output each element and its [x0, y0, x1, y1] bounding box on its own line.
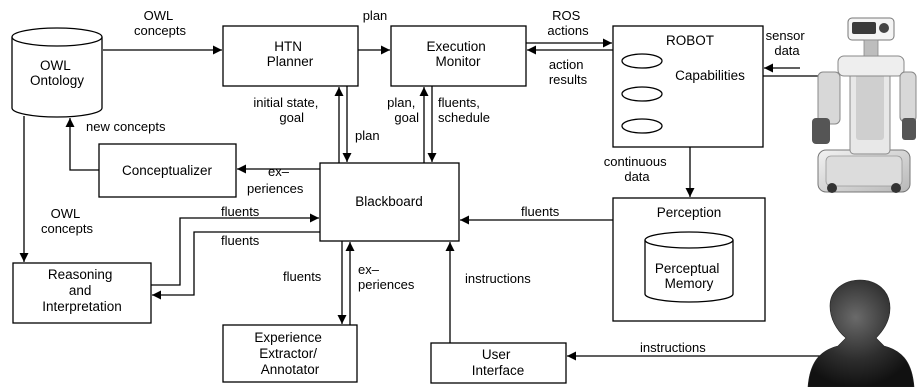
- label-fluents-lower: fluents: [221, 233, 260, 248]
- svg-text:Experience Extractor/: Experience Extractor/ Annotator: [254, 330, 325, 377]
- owl-ontology-label-1: OWL: [40, 58, 71, 73]
- experience-extractor-label-3: Annotator: [261, 362, 320, 377]
- user-interface-node: User Interface: [430, 342, 567, 384]
- robot-node: ROBOT Capabilities: [612, 25, 764, 148]
- blackboard-node: Blackboard: [319, 162, 460, 242]
- label-new-concepts: new concepts: [86, 119, 166, 134]
- human-head-icon: [807, 279, 915, 387]
- label-plan-mid: plan: [355, 128, 380, 143]
- perceptual-memory-label-1: Perceptual: [655, 261, 720, 276]
- perception-label: Perception: [657, 205, 722, 220]
- experience-extractor-label-2: Extractor/: [259, 346, 317, 361]
- svg-text:Perceptual Memory: Perceptual Memory: [655, 261, 723, 291]
- label-plan-goal: plan, goal: [387, 95, 419, 125]
- svg-text:OWL Ontology: OWL Ontology: [30, 58, 84, 88]
- edge-conceptualizer-to-ontology: [65, 118, 99, 171]
- edge-blackboard-to-reasoning: [152, 231, 320, 300]
- robot-label: ROBOT: [666, 33, 714, 48]
- blackboard-label: Blackboard: [355, 194, 423, 209]
- capability-slot-3: [621, 118, 663, 134]
- label-experiences-down: ex– periences: [358, 262, 415, 292]
- htn-planner-label-2: Planner: [267, 54, 314, 69]
- reasoning-label-1: Reasoning: [48, 267, 113, 282]
- edge-reasoning-to-blackboard: [151, 213, 319, 286]
- execution-monitor-label-2: Monitor: [435, 54, 481, 69]
- label-instructions-user: instructions: [640, 340, 706, 355]
- label-fluents-perception: fluents: [521, 204, 560, 219]
- label-ros-actions: ROS actions: [547, 8, 589, 38]
- conceptualizer-label: Conceptualizer: [122, 163, 213, 178]
- htn-planner-node: HTN Planner: [222, 25, 359, 87]
- reasoning-label-2: and: [69, 283, 92, 298]
- svg-text:User Interface: User Interface: [472, 347, 525, 378]
- perceptual-memory-label-2: Memory: [665, 276, 714, 291]
- owl-ontology-label-2: Ontology: [30, 73, 84, 88]
- owl-ontology-node: OWL Ontology: [11, 27, 103, 118]
- label-fluents-upper: fluents: [221, 204, 260, 219]
- perceptual-memory-node: Perceptual Memory: [644, 231, 734, 303]
- htn-planner-label-1: HTN: [274, 39, 302, 54]
- label-fluents-schedule: fluents, schedule: [438, 95, 490, 125]
- svg-text:HTN Planner: HTN Planner: [267, 39, 314, 69]
- svg-text:Execution Monitor: Execution Monitor: [426, 39, 489, 69]
- label-initial-state-goal: initial state, goal: [253, 95, 322, 125]
- svg-text:Reasoning and Inte: Reasoning and Interpretation: [42, 267, 122, 314]
- label-owl-concepts-top: OWL concepts: [134, 8, 187, 38]
- label-action-results: action results: [549, 57, 588, 87]
- execution-monitor-label-1: Execution: [426, 39, 485, 54]
- conceptualizer-node: Conceptualizer: [98, 143, 237, 198]
- robot-photo-icon: [812, 17, 917, 193]
- capability-slot-1: [621, 53, 663, 69]
- label-fluents-exp: fluents: [283, 269, 322, 284]
- execution-monitor-node: Execution Monitor: [390, 25, 527, 87]
- reasoning-node: Reasoning and Interpretation: [12, 262, 152, 324]
- experience-extractor-label-1: Experience: [254, 330, 322, 345]
- label-experiences-left: ex– periences: [247, 164, 304, 196]
- experience-extractor-node: Experience Extractor/ Annotator: [222, 324, 358, 383]
- reasoning-label-3: Interpretation: [42, 299, 122, 314]
- label-plan-top: plan: [363, 8, 388, 23]
- user-interface-label-1: User: [482, 347, 511, 362]
- capability-slot-2: [621, 86, 663, 102]
- label-continuous-data: continuous data: [604, 154, 671, 184]
- label-sensor-data: sensor data: [766, 28, 809, 58]
- label-instructions-up: instructions: [465, 271, 531, 286]
- user-interface-label-2: Interface: [472, 363, 525, 378]
- label-owl-concepts-left: OWL concepts: [41, 206, 94, 236]
- capabilities-label: Capabilities: [675, 68, 745, 83]
